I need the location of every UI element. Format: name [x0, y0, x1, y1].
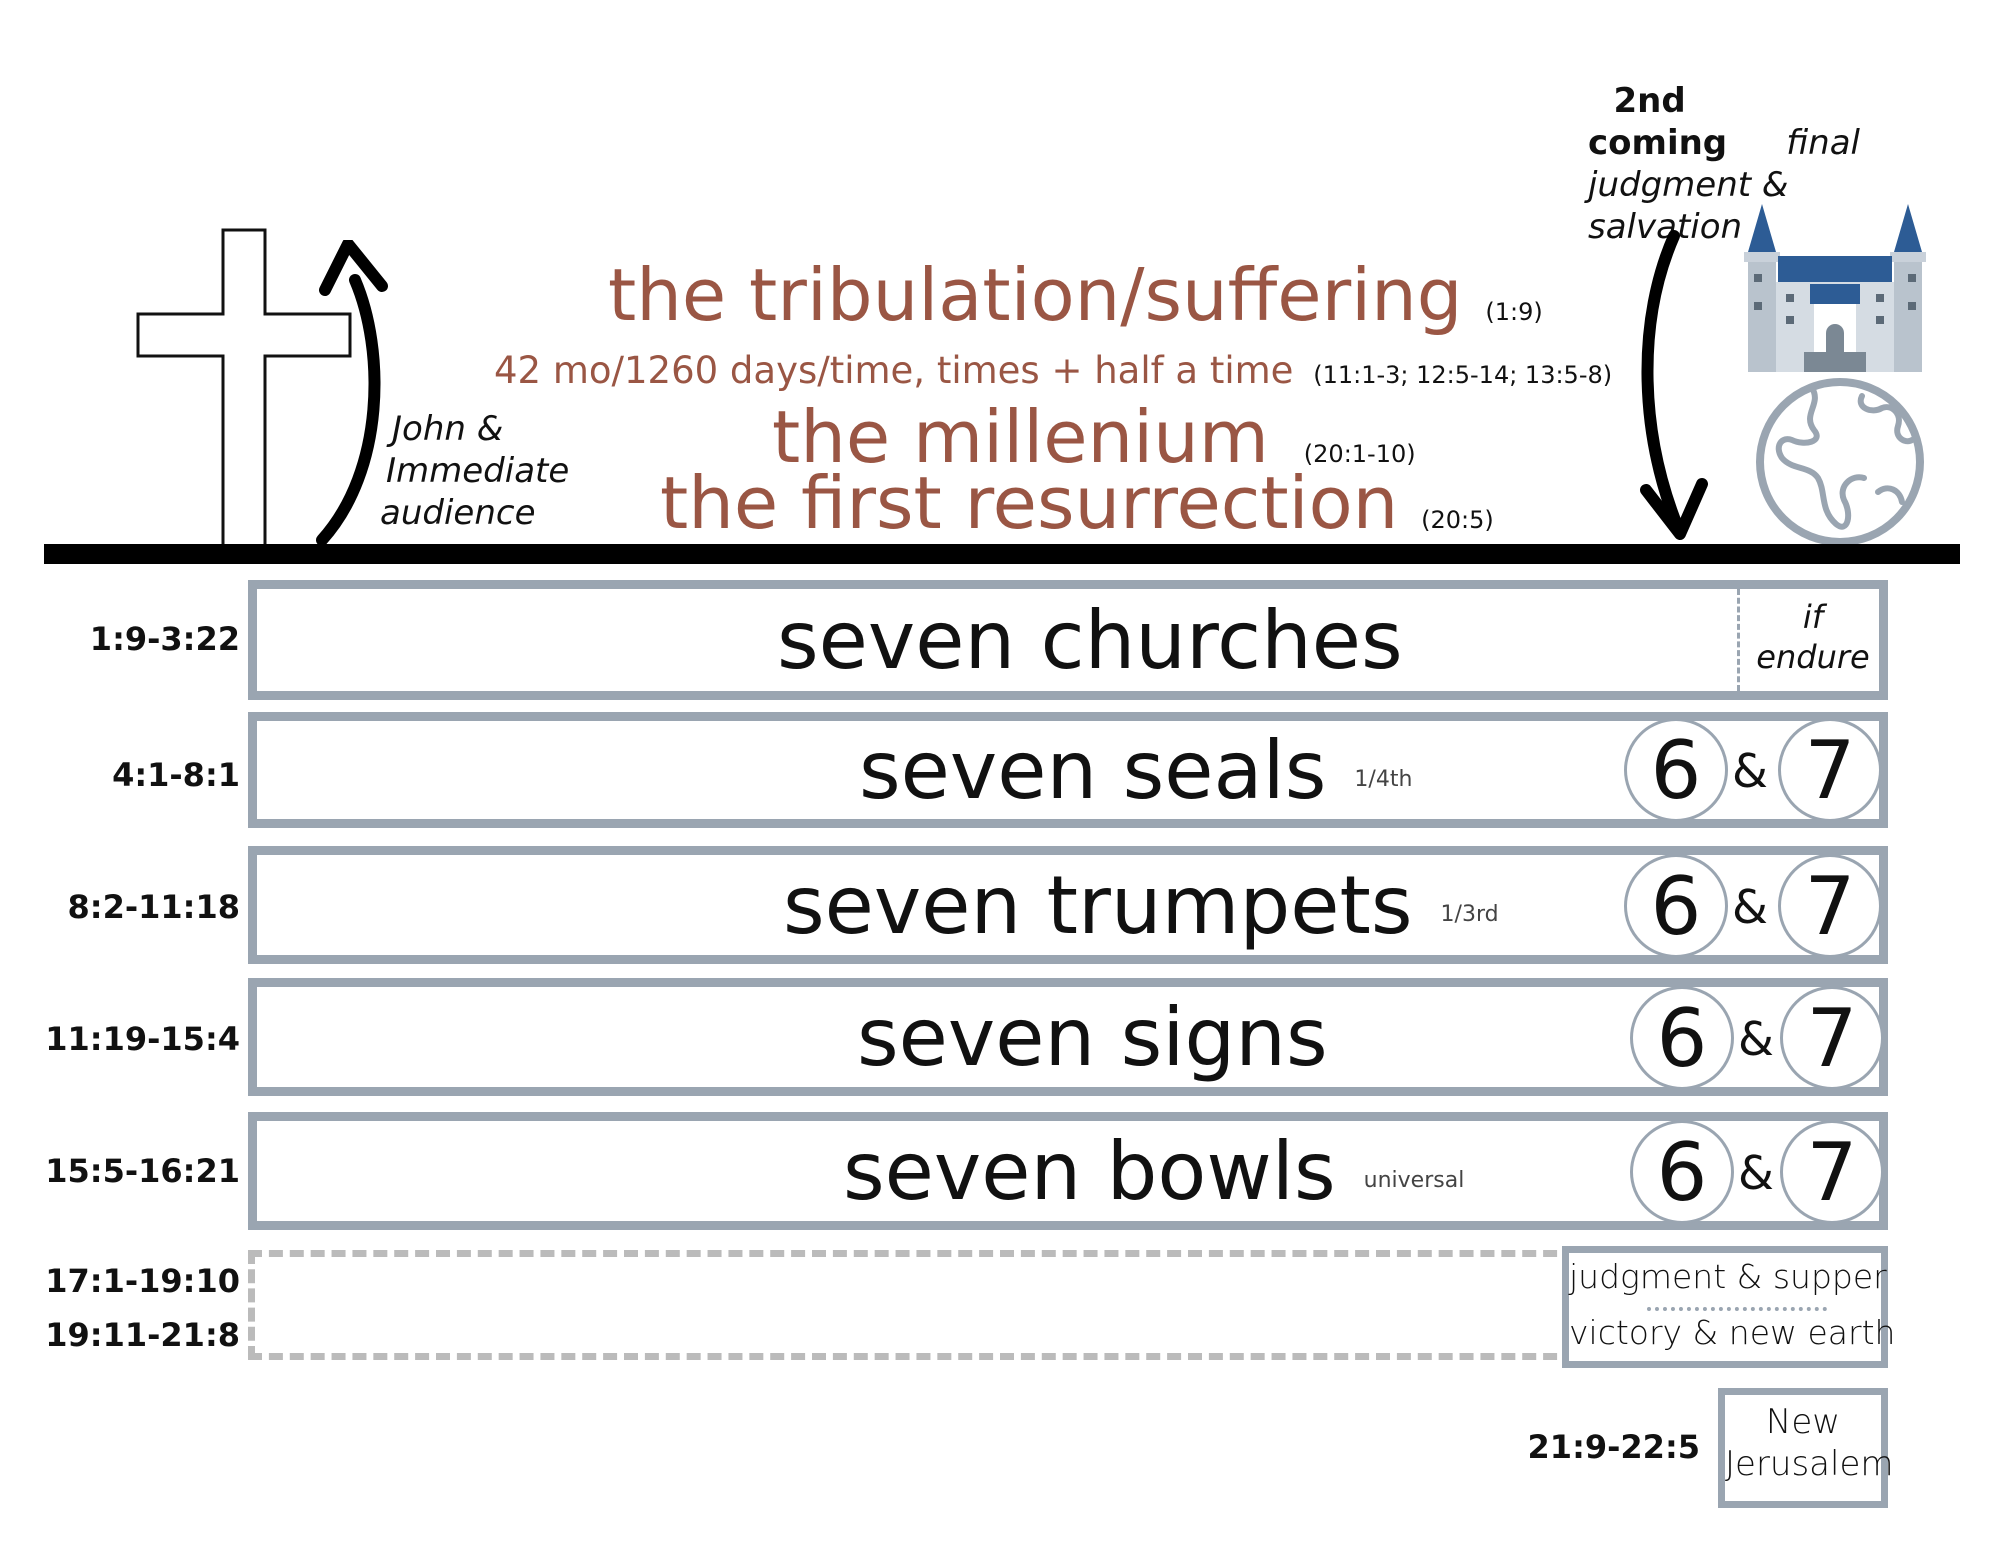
finale-box: judgment & supper victory & new earth: [1562, 1246, 1896, 1368]
row-ref-victory: 19:11-21:8: [45, 1316, 240, 1354]
globe-icon: [1756, 378, 1924, 546]
panel-label-seals: seven seals 1/4th: [859, 721, 1412, 819]
circle-seven-signs: 7: [1780, 986, 1884, 1090]
panel-seven-churches: seven churches if endure: [248, 580, 1888, 700]
second-coming-line-1: 2nd: [1613, 81, 1686, 121]
amp-signs: &: [1738, 1012, 1774, 1066]
john-note-line-2: Immediate: [386, 451, 570, 491]
john-note-line-3: audience: [380, 493, 536, 533]
tribulation-title: the tribulation/suffering: [608, 253, 1463, 337]
amp-bowls: &: [1738, 1146, 1774, 1200]
row-ref-trumpets: 8:2-11:18: [67, 888, 240, 926]
victory-text: victory & new earth: [1569, 1313, 1896, 1352]
panel-label-churches: seven churches: [777, 593, 1403, 687]
panel-label-bowls: seven bowls universal: [843, 1121, 1464, 1221]
jerusalem-line-2: Jerusalem: [1725, 1444, 1894, 1484]
seals-note: 1/4th: [1354, 766, 1413, 792]
circle-six-trumpets: 6: [1624, 854, 1728, 958]
panel-seven-bowls: seven bowls universal: [248, 1112, 1888, 1230]
timeline-bar: [44, 544, 1960, 564]
circle-six-seals: 6: [1624, 718, 1728, 822]
panel-label-trumpets: seven trumpets 1/3rd: [783, 855, 1499, 955]
tribulation-ref: (1:9): [1485, 298, 1543, 326]
final-note-line-1: final: [1786, 123, 1860, 163]
jerusalem-box: New Jerusalem: [1718, 1388, 1894, 1508]
row-ref-bowls: 15:5-16:21: [45, 1152, 240, 1190]
endure-note-line-1: if: [1802, 598, 1824, 636]
panel-seven-trumpets: seven trumpets 1/3rd: [248, 846, 1888, 964]
amp-seals: &: [1732, 744, 1768, 798]
bowls-note: universal: [1363, 1167, 1465, 1193]
circle-seven-bowls: 7: [1780, 1120, 1884, 1224]
final-note-line-2: judgment & salvation: [1588, 165, 1789, 247]
arrow-up-icon: [316, 240, 388, 546]
trumpets-note: 1/3rd: [1440, 901, 1499, 927]
second-coming-line-2: coming: [1588, 123, 1728, 163]
signs-label: seven signs: [857, 990, 1328, 1084]
panel-seven-seals: seven seals 1/4th: [248, 712, 1888, 828]
trumpets-label: seven trumpets: [783, 858, 1413, 952]
amp-trumpets: &: [1732, 880, 1768, 934]
endure-note-line-2: endure: [1756, 638, 1870, 676]
bowls-label: seven bowls: [843, 1124, 1336, 1218]
jerusalem-line-1: New: [1765, 1402, 1841, 1442]
circle-seven-seals: 7: [1778, 718, 1882, 822]
period-text: 42 mo/1260 days/time, times + half a tim…: [494, 349, 1294, 392]
judgment-supper-text: judgment & supper: [1569, 1257, 1887, 1296]
finale-dotted-divider: [1647, 1307, 1827, 1311]
panel-divider: [1737, 589, 1740, 691]
castle-icon: [1744, 204, 1926, 372]
row-ref-churches: 1:9-3:22: [89, 620, 240, 658]
arrow-down-icon: [1640, 230, 1708, 540]
john-note-line-1: John &: [392, 409, 504, 449]
period-ref: (11:1-3; 12:5-14; 13:5-8): [1313, 361, 1613, 389]
millenium-ref: (20:1-10): [1303, 440, 1416, 468]
panel-seven-signs: seven signs: [248, 978, 1888, 1096]
circle-six-bowls: 6: [1630, 1120, 1734, 1224]
dashed-panel: [248, 1250, 1578, 1360]
circle-six-signs: 6: [1630, 986, 1734, 1090]
row-ref-signs: 11:19-15:4: [45, 1020, 240, 1058]
row-ref-seals: 4:1-8:1: [112, 756, 240, 794]
circle-seven-trumpets: 7: [1778, 854, 1882, 958]
millenium-title: the millenium: [772, 395, 1269, 479]
resurrection-title: the first resurrection: [660, 461, 1399, 545]
row-ref-jerusalem: 21:9-22:5: [1527, 1428, 1700, 1466]
seals-label: seven seals: [859, 723, 1327, 817]
row-ref-judgment: 17:1-19:10: [45, 1262, 240, 1300]
resurrection-ref: (20:5): [1421, 506, 1494, 534]
